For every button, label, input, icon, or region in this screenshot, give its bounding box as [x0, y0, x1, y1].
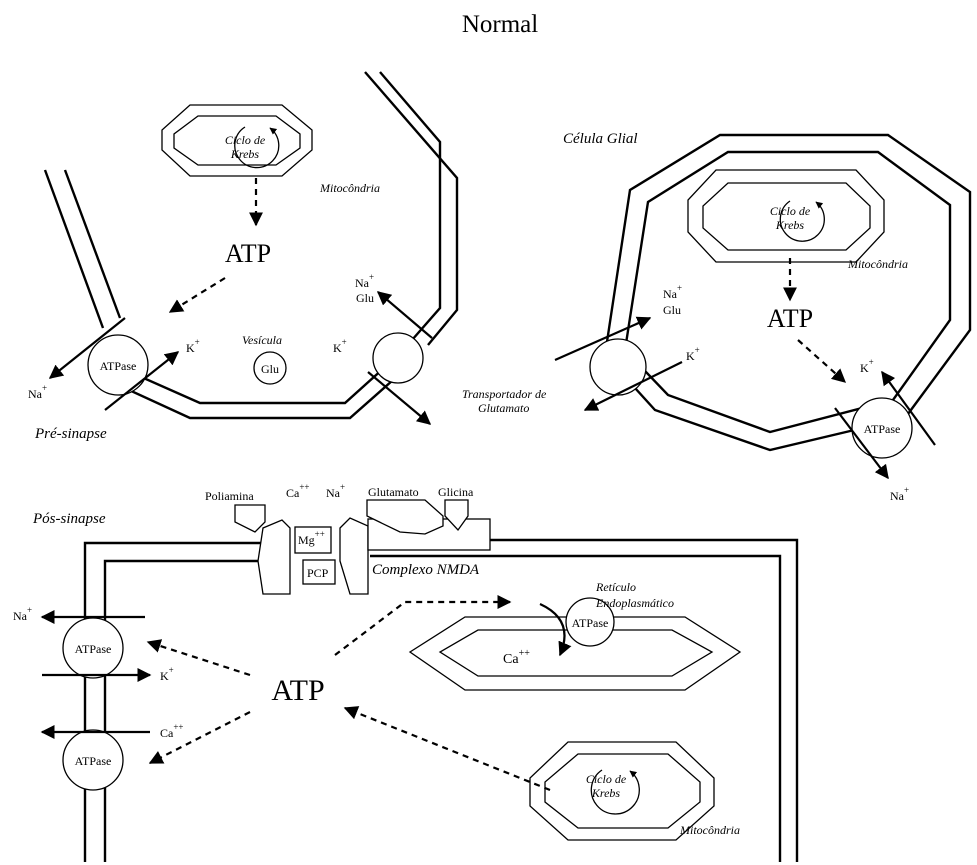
pcp-label: PCP [307, 566, 329, 580]
na-label-transporter-glial: Na+ [663, 283, 682, 301]
arrow-mito-to-atp-3 [345, 708, 550, 790]
mitochondria-label-3: Mitocôndria [679, 823, 740, 837]
mitochondria-label-2: Mitocôndria [847, 257, 908, 271]
krebs-label-3: Krebs [591, 786, 621, 800]
k-label-post: K+ [160, 665, 174, 683]
reticulum-label-line2: Endoplasmático [595, 596, 674, 610]
transporter-label-line1: Transportador de [462, 387, 547, 401]
na-label-post: Na+ [13, 605, 32, 623]
na-label-pre: Na+ [28, 383, 47, 401]
k-label-pre: K+ [186, 337, 200, 355]
atp-label-pre: ATP [225, 239, 271, 268]
na-label-glial: Na+ [890, 485, 909, 503]
atpase-pump-pre: ATPase [88, 335, 148, 395]
ca-label-post: Ca++ [160, 722, 184, 740]
na-label-transporter-pre: Na+ [355, 272, 374, 290]
ciclo-label-2: Ciclo de [770, 204, 811, 218]
mitochondria-label-1: Mitocôndria [319, 181, 380, 195]
diagram-title: Normal [462, 11, 538, 38]
ciclo-label-1: Ciclo de [225, 133, 266, 147]
krebs-label-2: Krebs [775, 218, 805, 232]
atpase-label-reticulum: ATPase [572, 616, 609, 630]
ciclo-label-3: Ciclo de [586, 772, 627, 786]
arrow-glu-uptake-pre [378, 292, 432, 338]
glutamato-label: Glutamato [368, 485, 419, 499]
arrow-atp-to-atpase-glial [798, 340, 845, 382]
k-label-transporter-glial: K+ [686, 345, 700, 363]
k-label-glial: K+ [860, 357, 874, 375]
glu-label-transporter-glial: Glu [663, 303, 681, 317]
atpase-pump-post-2: ATPase [63, 730, 123, 790]
atpase-label-post-1: ATPase [75, 642, 112, 656]
atpase-pump-post-1: ATPase [63, 618, 123, 678]
mitochondria-post-synapse: Ciclo de Krebs Mitocôndria [530, 742, 740, 840]
glu-label-transporter-pre: Glu [356, 291, 374, 305]
glutamate-transporter-pre [373, 333, 423, 383]
transporter-label-line2: Glutamato [478, 401, 529, 415]
glu-label-vesicle: Glu [261, 362, 279, 376]
endoplasmic-reticulum: ATPase [410, 598, 740, 690]
atpase-label-post-2: ATPase [75, 754, 112, 768]
glial-cell-label: Célula Glial [563, 131, 638, 147]
atpase-pump-glial: ATPase [852, 398, 912, 458]
atp-label-glial: ATP [767, 304, 813, 333]
mitochondria-glial: Ciclo de Krebs Mitocôndria [688, 170, 908, 271]
vesicle: Vesícula Glu [242, 333, 286, 384]
poliamina-label: Poliamina [205, 489, 254, 503]
vesicle-label: Vesícula [242, 333, 282, 347]
arrow-atp-to-reticulum [335, 602, 510, 655]
arrow-atp-to-atpase-pre [170, 278, 225, 312]
glicina-label: Glicina [438, 485, 474, 499]
pre-synapse-label: Pré-sinapse [34, 426, 107, 442]
reticulum-label-line1: Retículo [595, 580, 636, 594]
nmda-complex [235, 500, 490, 594]
nmda-complex-label: Complexo NMDA [372, 562, 480, 578]
post-synapse-label: Pós-sinapse [32, 511, 106, 527]
mitochondria-pre-synapse: Ciclo de Krebs Mitocôndria [162, 105, 380, 195]
glial-cell [605, 135, 970, 450]
atp-label-post: ATP [271, 674, 324, 707]
ca-label-reticulum: Ca++ [503, 648, 530, 667]
glutamate-transporter-glial [590, 339, 646, 395]
post-synapse-membrane [85, 540, 797, 862]
k-label-transporter-pre: K+ [333, 337, 347, 355]
na-label-nmda: Na+ [326, 482, 345, 500]
krebs-text-1: Krebs [230, 147, 260, 161]
ca-label-nmda: Ca++ [286, 482, 310, 500]
atpase-label-glial: ATPase [864, 422, 901, 436]
atpase-label-pre: ATPase [100, 359, 137, 373]
